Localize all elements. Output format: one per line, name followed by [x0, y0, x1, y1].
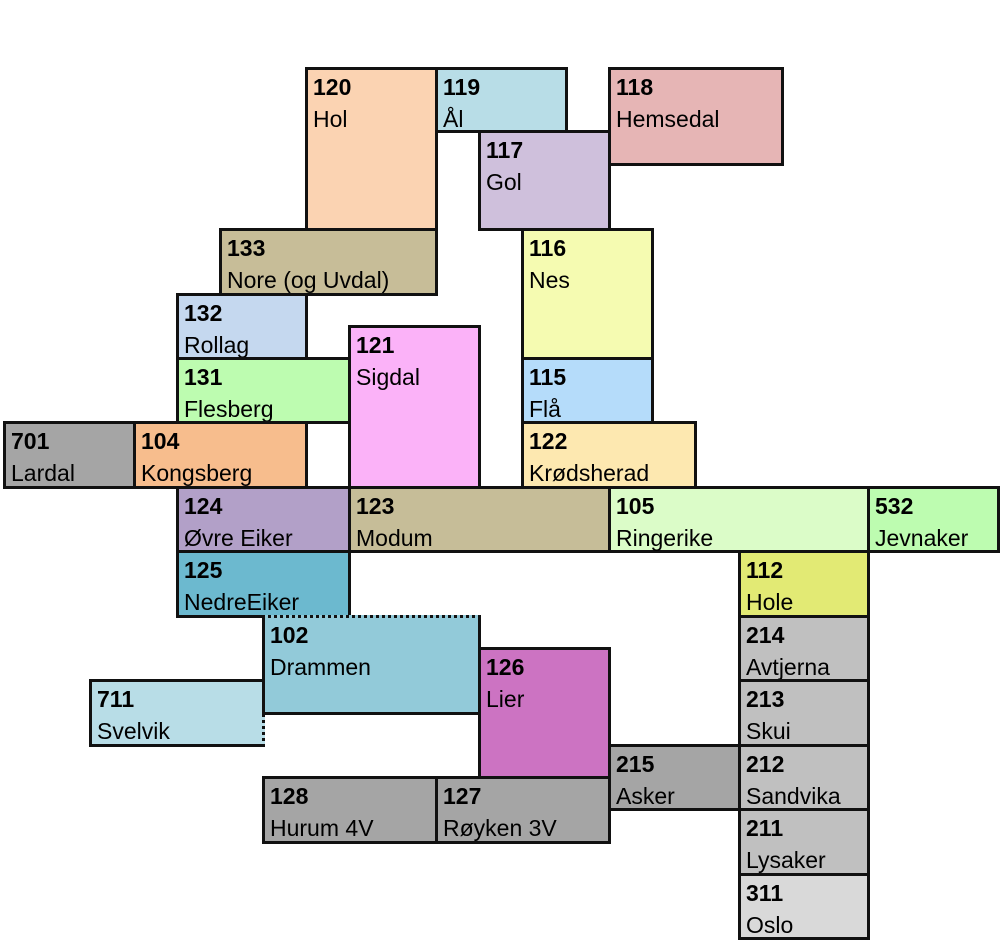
zone-name: Ringerike: [616, 525, 714, 551]
zone-name: Kongsberg: [141, 460, 253, 486]
zone-number: 211: [746, 815, 784, 841]
zone-name: Hurum 4V: [270, 815, 374, 841]
zone-number: 133: [227, 235, 266, 261]
zone-number: 121: [356, 332, 395, 358]
zone-name: Flesberg: [184, 396, 274, 422]
zone-name: Sandvika: [746, 783, 841, 809]
zone-name: Nore (og Uvdal): [227, 267, 390, 293]
zone-name: Modum: [356, 525, 433, 551]
zone-name: Avtjerna: [746, 654, 830, 680]
zone-name: Drammen: [270, 654, 371, 680]
zone-name: Hol: [313, 106, 348, 132]
zone-number: 124: [184, 493, 223, 519]
zone-name: Lysaker: [746, 847, 826, 873]
zone-number: 532: [875, 493, 914, 519]
zone-name: Rollag: [184, 332, 250, 358]
zone-number: 128: [270, 783, 309, 809]
zone-number: 122: [529, 428, 568, 454]
zone-name: Gol: [486, 169, 522, 195]
zone-name: Lardal: [11, 460, 75, 486]
zone-number: 115: [529, 364, 567, 390]
zone-number: 213: [746, 686, 785, 712]
zone-number: 214: [746, 622, 785, 648]
zone-number: 127: [443, 783, 482, 809]
zone-number: 311: [746, 880, 784, 906]
zone-number: 711: [97, 686, 135, 712]
zone-number: 104: [141, 428, 180, 454]
zone-number: 116: [529, 235, 567, 261]
zone-name: NedreEiker: [184, 589, 300, 615]
zone-name: Flå: [529, 396, 561, 422]
zone-name: Hemsedal: [616, 106, 720, 132]
zone-number: 105: [616, 493, 655, 519]
zone-name: Krødsherad: [529, 460, 650, 486]
zone-number: 131: [184, 364, 223, 390]
zone-name: Øvre Eiker: [184, 525, 293, 551]
zone-name: Jevnaker: [875, 525, 969, 551]
zone-name: Lier: [486, 686, 525, 712]
zone-number: 118: [616, 74, 654, 100]
zone-number: 215: [616, 751, 655, 777]
zone-name: Røyken 3V: [443, 815, 557, 841]
zone-name: Asker: [616, 783, 675, 809]
zone-number: 132: [184, 300, 223, 326]
zone-number: 701: [11, 428, 50, 454]
zone-number: 120: [313, 74, 352, 100]
zone-number: 123: [356, 493, 395, 519]
zone-number: 112: [746, 557, 784, 583]
zone-name: Ål: [443, 106, 464, 132]
zone-name: Oslo: [746, 912, 794, 938]
zone-number: 212: [746, 751, 785, 777]
zone-number: 117: [486, 137, 524, 163]
zone-name: Sigdal: [356, 364, 420, 390]
zone-number: 119: [443, 74, 481, 100]
zone-number: 125: [184, 557, 223, 583]
zone-number: 102: [270, 622, 309, 648]
zone-name: Skui: [746, 718, 791, 744]
zone-number: 126: [486, 654, 525, 680]
zone-name: Svelvik: [97, 718, 170, 744]
zone-name: Hole: [746, 589, 794, 615]
zone-name: Nes: [529, 267, 570, 293]
